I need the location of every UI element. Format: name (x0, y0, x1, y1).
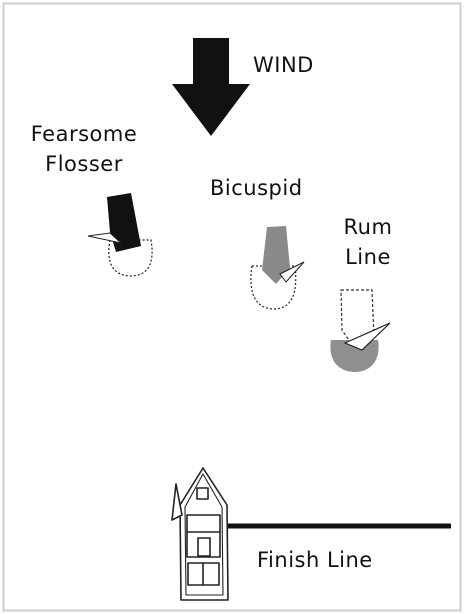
boat-label-line: Flosser (24, 151, 144, 177)
boat-fearsome-flosser (88, 193, 152, 276)
boat-label-bicuspid: Bicuspid (210, 175, 303, 201)
boat-bicuspid (251, 226, 304, 309)
wind-label: WIND (253, 52, 314, 78)
boat-label-rum-line: Rum Line (336, 214, 400, 270)
committee-boat-icon (172, 468, 228, 600)
wind-arrow-icon (172, 38, 250, 136)
committee-boat-cabin (187, 515, 220, 557)
boat-label-line: Rum (336, 214, 400, 240)
boat-label-fearsome-flosser: Fearsome Flosser (24, 121, 144, 177)
boat-rum-line (330, 290, 390, 372)
committee-boat-hull-inner (185, 474, 223, 595)
committee-boat-window (197, 488, 208, 499)
committee-boat-hatch (198, 538, 210, 556)
boat-label-line: Fearsome (24, 121, 144, 147)
committee-boat-flag (172, 484, 182, 520)
finish-line-label: Finish Line (257, 547, 373, 573)
boat-label-line: Line (336, 244, 400, 270)
